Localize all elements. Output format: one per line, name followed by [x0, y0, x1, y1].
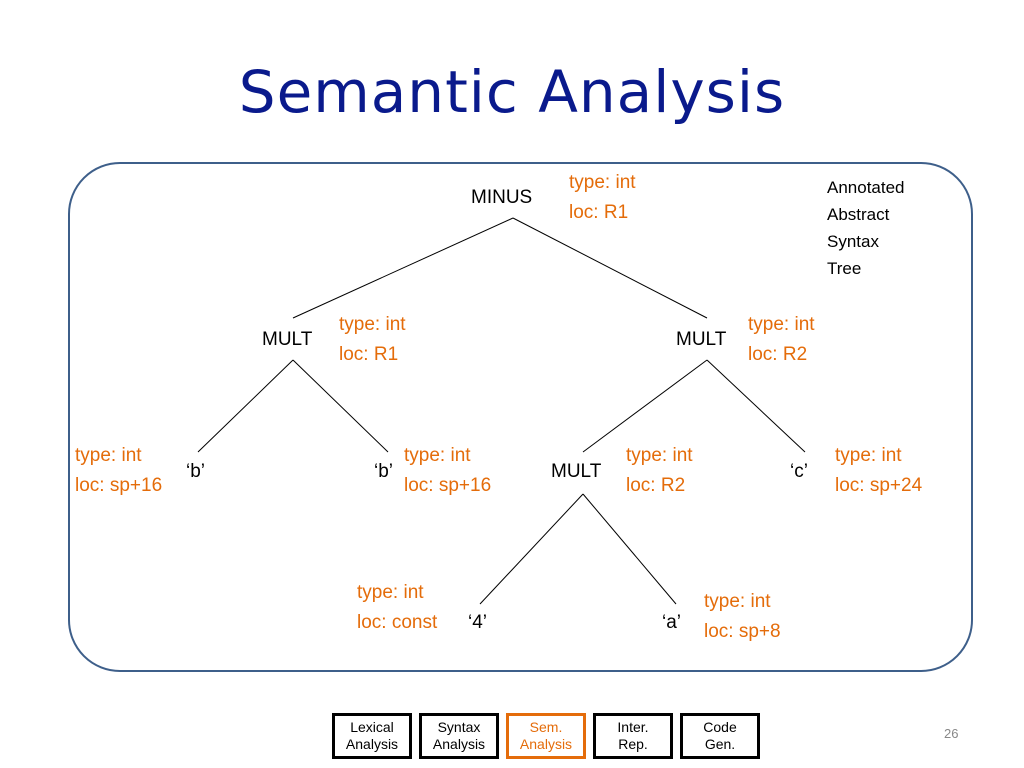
nav-label-line1: Sem. [529, 719, 563, 735]
legend-line: Syntax [827, 232, 879, 251]
annotation-mult-right: type: int loc: R2 [748, 310, 815, 370]
annotation-mult-left: type: int loc: R1 [339, 310, 406, 370]
node-b-left: ‘b’ [186, 461, 206, 482]
annotation-type: type: int [569, 172, 636, 193]
edge-multleft-bright [292, 359, 389, 453]
nav-label-line2: Analysis [432, 736, 486, 752]
annotation-b-right: type: int loc: sp+16 [404, 441, 491, 501]
nav-label-line2: Rep. [618, 736, 648, 752]
annotation-type: type: int [835, 445, 902, 466]
annotation-loc: loc: const [357, 612, 438, 633]
annotation-b-left: type: int loc: sp+16 [75, 441, 162, 501]
nav-sem-analysis[interactable]: Sem. Analysis [506, 713, 586, 759]
edge-minus-multleft [292, 217, 514, 319]
annotation-c: type: int loc: sp+24 [835, 441, 922, 501]
annotation-loc: loc: R2 [626, 475, 686, 496]
annotation-minus: type: int loc: R1 [569, 168, 636, 228]
slide-title: Semantic Analysis [238, 58, 786, 126]
annotation-type: type: int [748, 314, 815, 335]
annotation-loc: loc: sp+16 [404, 475, 492, 496]
annotation-loc: loc: sp+24 [835, 475, 923, 496]
annotation-type: type: int [339, 314, 406, 335]
legend-line: Tree [827, 259, 862, 278]
annotation-four: type: int loc: const [357, 578, 437, 638]
edge-multinner-four [479, 493, 584, 605]
node-mult-left: MULT [262, 329, 313, 350]
edge-multright-c [706, 359, 806, 453]
annotation-loc: loc: sp+8 [704, 621, 781, 642]
node-mult-inner: MULT [551, 461, 602, 482]
nav-label-line1: Code [703, 719, 737, 735]
page-number: 26 [944, 726, 959, 741]
nav-label-line1: Syntax [437, 719, 481, 735]
annotation-type: type: int [404, 445, 471, 466]
node-b-right: ‘b’ [374, 461, 394, 482]
nav-label-line2: Analysis [519, 736, 573, 752]
node-minus: MINUS [471, 187, 533, 208]
diagram-legend: Annotated Abstract Syntax Tree [827, 174, 905, 282]
edge-multright-multinner [582, 359, 708, 453]
annotation-type: type: int [626, 445, 693, 466]
nav-label-line2: Gen. [704, 736, 736, 752]
annotation-type: type: int [704, 591, 771, 612]
nav-syntax-analysis[interactable]: Syntax Analysis [419, 713, 499, 759]
legend-line: Abstract [827, 205, 890, 224]
nav-code-gen[interactable]: Code Gen. [680, 713, 760, 759]
annotation-loc: loc: R2 [748, 344, 808, 365]
annotation-type: type: int [75, 445, 142, 466]
annotation-type: type: int [357, 582, 424, 603]
edge-multinner-a [582, 493, 677, 605]
annotation-loc: loc: R1 [339, 344, 399, 365]
annotation-loc: loc: sp+16 [75, 475, 163, 496]
annotation-loc: loc: R1 [569, 202, 629, 223]
nav-inter-rep[interactable]: Inter. Rep. [593, 713, 673, 759]
node-c: ‘c’ [790, 461, 808, 482]
annotation-a: type: int loc: sp+8 [704, 587, 781, 647]
nav-label-line2: Analysis [345, 736, 399, 752]
legend-line: Annotated [827, 178, 905, 197]
diagram-frame [68, 162, 973, 672]
nav-label-line1: Inter. [617, 719, 649, 735]
nav-label-line1: Lexical [350, 719, 394, 735]
node-four: ‘4’ [468, 612, 488, 633]
annotation-mult-inner: type: int loc: R2 [626, 441, 693, 501]
node-a: ‘a’ [662, 612, 682, 633]
edge-multleft-bleft [197, 359, 294, 453]
node-mult-right: MULT [676, 329, 727, 350]
phase-nav: Lexical Analysis Syntax Analysis Sem. An… [332, 713, 760, 759]
nav-lexical-analysis[interactable]: Lexical Analysis [332, 713, 412, 759]
edge-minus-multright [512, 217, 708, 319]
